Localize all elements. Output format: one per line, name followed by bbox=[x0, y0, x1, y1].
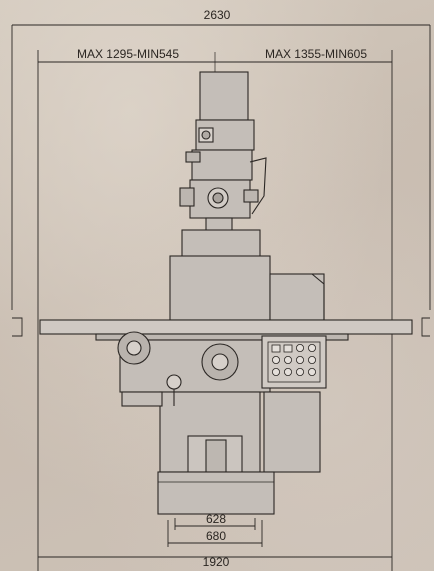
column bbox=[169, 255, 271, 321]
base-outer-label: 680 bbox=[206, 529, 226, 543]
milling-head bbox=[191, 149, 253, 181]
feed-gearbox bbox=[269, 273, 325, 321]
work-table bbox=[39, 319, 413, 335]
overall-width-label: 2630 bbox=[204, 8, 231, 22]
control-panel bbox=[261, 335, 327, 389]
left-travel-label: MAX 1295-MIN545 bbox=[77, 47, 179, 61]
machine-base bbox=[157, 471, 275, 515]
base-total-label: 1920 bbox=[203, 555, 230, 569]
panel-buttons bbox=[271, 343, 316, 376]
milling-machine bbox=[39, 71, 413, 515]
spindle-motor bbox=[199, 71, 249, 121]
right-travel-label: MAX 1355-MIN605 bbox=[265, 47, 367, 61]
base-inner-label: 628 bbox=[206, 512, 226, 526]
